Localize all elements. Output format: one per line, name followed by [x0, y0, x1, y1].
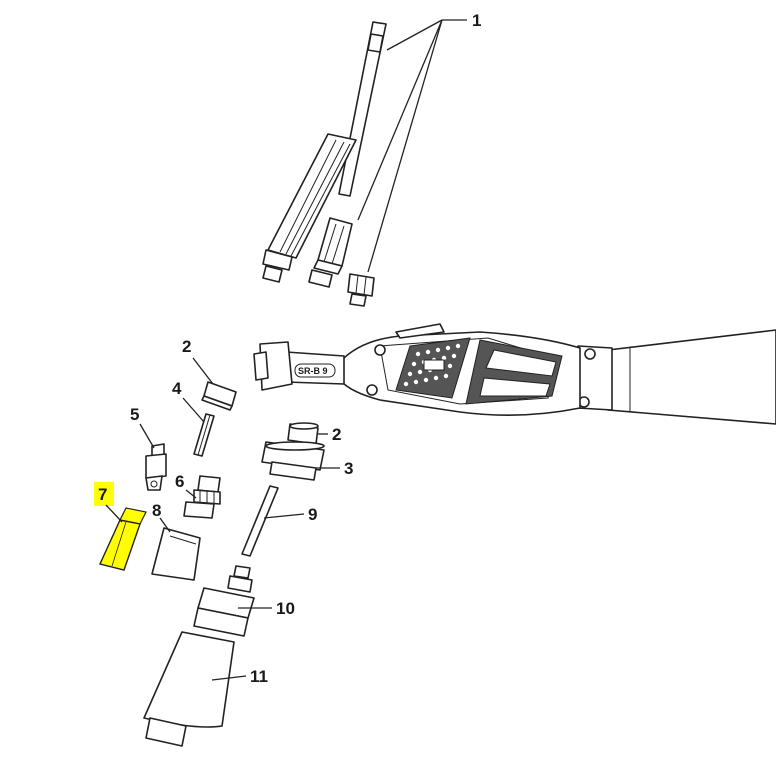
- part-4-tungsten-electrode[interactable]: [193, 413, 215, 457]
- callout-label-9: 9: [308, 505, 317, 524]
- callout-label-2-left: 2: [182, 337, 191, 356]
- callout-8: 8: [152, 501, 171, 533]
- callout-label-7: 7: [98, 485, 107, 504]
- callout-label-2-right: 2: [332, 425, 341, 444]
- callout-label-1: 1: [472, 11, 481, 30]
- callout-label-10: 10: [276, 599, 295, 618]
- callout-9: 9: [263, 505, 317, 524]
- part-11-large-nozzle[interactable]: [143, 631, 235, 747]
- part-8-nozzle[interactable]: [151, 527, 201, 581]
- part-9-long-electrode[interactable]: [241, 485, 279, 557]
- callout-4: 4: [172, 379, 205, 423]
- callout-label-5: 5: [130, 405, 139, 424]
- part-2-gasket-left[interactable]: [201, 381, 237, 411]
- torch-head-and-handle[interactable]: SR-B 9: [253, 323, 776, 425]
- callout-label-8: 8: [152, 501, 161, 520]
- callout-label-3: 3: [344, 459, 353, 478]
- callout-label-6: 6: [175, 472, 184, 491]
- callout-2-left: 2: [182, 337, 214, 385]
- callout-5: 5: [130, 405, 155, 449]
- part-5-collet[interactable]: [145, 443, 167, 491]
- callout-7: 7: [98, 485, 123, 523]
- part-1-button-back-cap[interactable]: [347, 273, 375, 307]
- callout-1: 1: [357, 11, 481, 273]
- callout-10: 10: [238, 599, 295, 618]
- part-7-highlight-box: [94, 482, 114, 506]
- part-3-heat-shield[interactable]: [261, 441, 325, 481]
- callout-2-right: 2: [318, 425, 341, 444]
- logo-badge: [423, 359, 445, 371]
- handle-model-text: SR-B 9: [298, 366, 328, 376]
- part-1-short-back-cap[interactable]: [308, 217, 353, 288]
- part-6-collet-body[interactable]: [183, 475, 221, 519]
- callout-label-11: 11: [250, 667, 268, 686]
- callout-label-4: 4: [172, 379, 182, 398]
- part-7-highlighted-nozzle[interactable]: [94, 482, 147, 571]
- part-1-long-back-cap[interactable]: [262, 21, 387, 283]
- part-2-gasket-right[interactable]: [287, 422, 319, 445]
- callout-11: 11: [211, 667, 268, 686]
- callout-6: 6: [175, 472, 197, 499]
- callout-3: 3: [316, 459, 353, 478]
- part-10-collet-body-large[interactable]: [193, 565, 255, 637]
